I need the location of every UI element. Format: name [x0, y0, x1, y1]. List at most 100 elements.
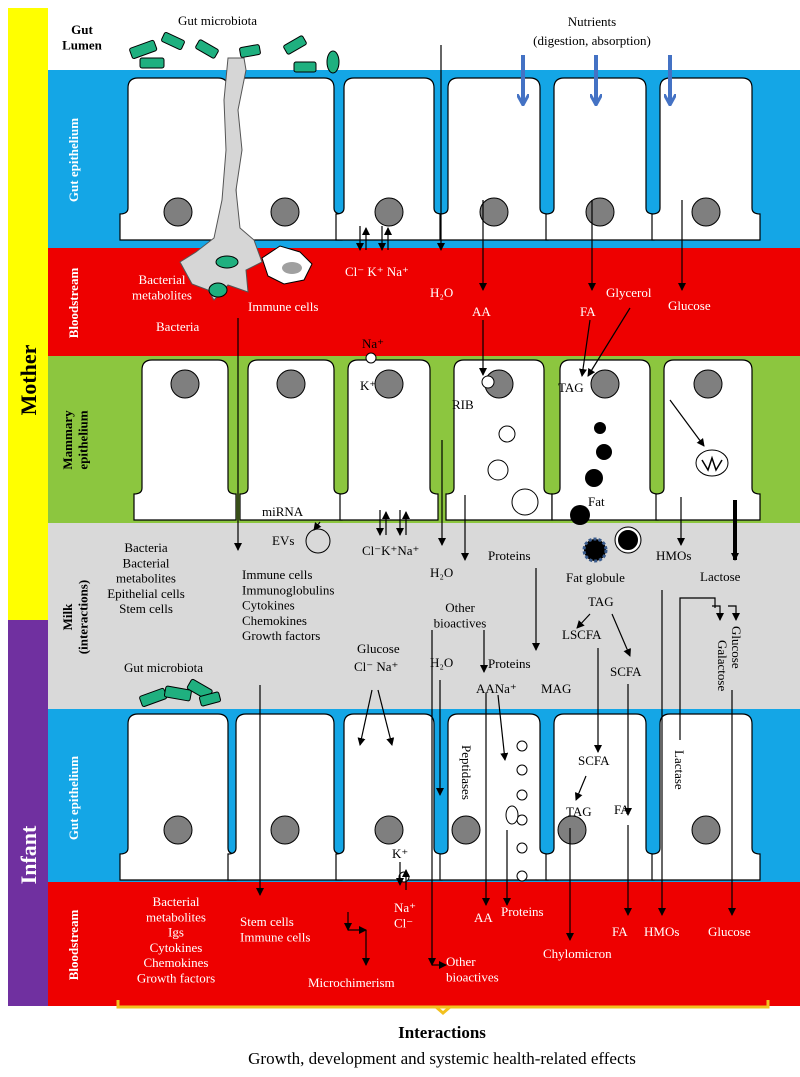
band-label-gut-epi-i: Gut epithelium — [66, 756, 81, 840]
ions-milk-label: Cl⁻K⁺Na⁺ — [362, 543, 419, 558]
glucose-infant-in: Glucose — [357, 641, 400, 656]
bacteria-m-label: Bacteria — [156, 319, 200, 334]
immune-cells-m-label: Immune cells — [248, 299, 318, 314]
band-label-blood-m: Bloodstream — [66, 268, 81, 339]
pump-icon — [365, 352, 377, 364]
svg-text:Gut epithelium: Gut epithelium — [66, 118, 81, 202]
na-pump-label: Na⁺ — [362, 336, 384, 351]
evs-label: EVs — [272, 533, 294, 548]
gut-cell-infant-4-nucleus — [451, 815, 481, 845]
flow-arrows — [234, 45, 736, 969]
gut-cell-mother-5 — [545, 77, 655, 241]
scfa-milk-label: SCFA — [610, 664, 642, 679]
footer-bracket — [116, 1000, 770, 1009]
mother-label: Mother — [16, 344, 41, 415]
svg-text:Milk(interactions): Milk(interactions) — [60, 580, 90, 654]
svg-text:Gut epithelium: Gut epithelium — [66, 756, 81, 840]
band-label-gut-epi-m: Gut epithelium — [66, 118, 81, 202]
glucose-m-label: Glucose — [668, 298, 711, 313]
fat-globule-icon — [582, 537, 608, 563]
proteins-milk-label: Proteins — [488, 548, 531, 563]
gut-cell-mother-1-nucleus — [163, 197, 193, 227]
fat-globule-label: Fat globule — [566, 570, 625, 585]
gut-cell-mother-2 — [227, 77, 343, 241]
gut-cell-infant-6 — [651, 713, 761, 881]
gut-cell-infant-4 — [439, 713, 549, 881]
tag-infant-label: TAG — [566, 804, 592, 819]
gut-cell-infant-2-nucleus — [270, 815, 300, 845]
svg-text:Lactase: Lactase — [672, 750, 687, 790]
infant-bar — [8, 620, 48, 1006]
mammary-cell-1-nucleus — [170, 369, 200, 399]
nutrient-arrows — [523, 55, 670, 104]
proteins-blood-label: Proteins — [501, 904, 544, 919]
lactose-label: Lactose — [700, 569, 741, 584]
microbes-infant — [139, 678, 222, 708]
peptidases-label-g: Peptidases — [459, 745, 474, 800]
cl-na-infant: Cl⁻ Na⁺ — [354, 659, 398, 674]
band-label-milk: Milk(interactions) — [60, 580, 90, 654]
gut-cell-mother-6-nucleus — [691, 197, 721, 227]
tag-milk-label: TAG — [588, 594, 614, 609]
gut-cell-infant-5 — [545, 713, 655, 881]
gut-cell-mother-3-nucleus — [374, 197, 404, 227]
band-label-blood-i: Bloodstream — [66, 910, 81, 981]
chylomicron-label: Chylomicron — [543, 946, 612, 961]
svg-text:Mammaryepithelium: Mammaryepithelium — [60, 410, 90, 470]
bloodstream-mother-band — [48, 248, 800, 356]
gut-cell-infant-2 — [227, 713, 343, 881]
milk-band — [48, 523, 800, 709]
gut-microbiota-top: Gut microbiota — [178, 13, 257, 28]
microchimerism-label: Microchimerism — [308, 975, 395, 990]
bacterium-in-blood — [208, 282, 228, 298]
rib-label: RIB — [452, 397, 474, 412]
gut-cell-mother-4 — [439, 77, 549, 241]
mirna-label: miRNA — [262, 504, 304, 519]
proteins-infant-label: Proteins — [488, 656, 531, 671]
lscfa-label: LSCFA — [562, 627, 602, 642]
gut-microbiota-infant: Gut microbiota — [124, 660, 203, 675]
k-infant-label: K⁺ — [392, 846, 408, 861]
band-label-mammary: Mammaryepithelium — [60, 410, 90, 470]
glucose-blood-label: Glucose — [708, 924, 751, 939]
gut-cell-mother-4-nucleus — [479, 197, 509, 227]
gut-cell-infant-3-nucleus — [374, 815, 404, 845]
svg-text:Bloodstream: Bloodstream — [66, 268, 81, 339]
gut-cell-mother-5-nucleus — [585, 197, 615, 227]
footer-title: Interactions — [398, 1023, 486, 1042]
h2o-milk-label: H₂O — [430, 565, 453, 580]
microbes-top — [129, 31, 340, 74]
mammary-cell-3 — [339, 359, 439, 521]
fat-label: Fat — [588, 494, 605, 509]
mag-label: MAG — [541, 681, 571, 696]
mother-bar — [8, 8, 48, 620]
glycerol-label: Glycerol — [606, 285, 652, 300]
gut-cell-mother-2-nucleus — [270, 197, 300, 227]
mammary-cell-1 — [133, 359, 237, 521]
gut-cell-mother-6 — [651, 77, 761, 241]
mammary-cell-2 — [239, 359, 343, 521]
h2o-m-label: H₂O — [430, 285, 453, 300]
bloodstream-infant-band — [48, 882, 800, 1006]
gut-cell-infant-6-nucleus — [691, 815, 721, 845]
footer-bracket-tip — [435, 1005, 451, 1015]
nutrients-sub-label: (digestion, absorption) — [533, 33, 651, 48]
mammary-cell-5-nucleus — [590, 369, 620, 399]
mammary-cell-2-nucleus — [276, 369, 306, 399]
aa-m-label: AA — [472, 304, 491, 319]
footer-subtitle: Growth, development and systemic health-… — [248, 1049, 636, 1068]
svg-text:Glucose: Glucose — [729, 626, 744, 669]
nutrients-label: Nutrients — [568, 14, 616, 29]
h2o-infant-label: H₂O — [430, 655, 453, 670]
aa-infant-label: AA — [474, 910, 493, 925]
gut-cell-infant-5-nucleus — [557, 815, 587, 845]
fa-m-label: FA — [580, 304, 596, 319]
mammary-cell-6 — [655, 359, 761, 521]
mammary-cell-3-nucleus — [374, 369, 404, 399]
na-cl-infant: Na⁺Cl⁻ — [394, 900, 416, 930]
